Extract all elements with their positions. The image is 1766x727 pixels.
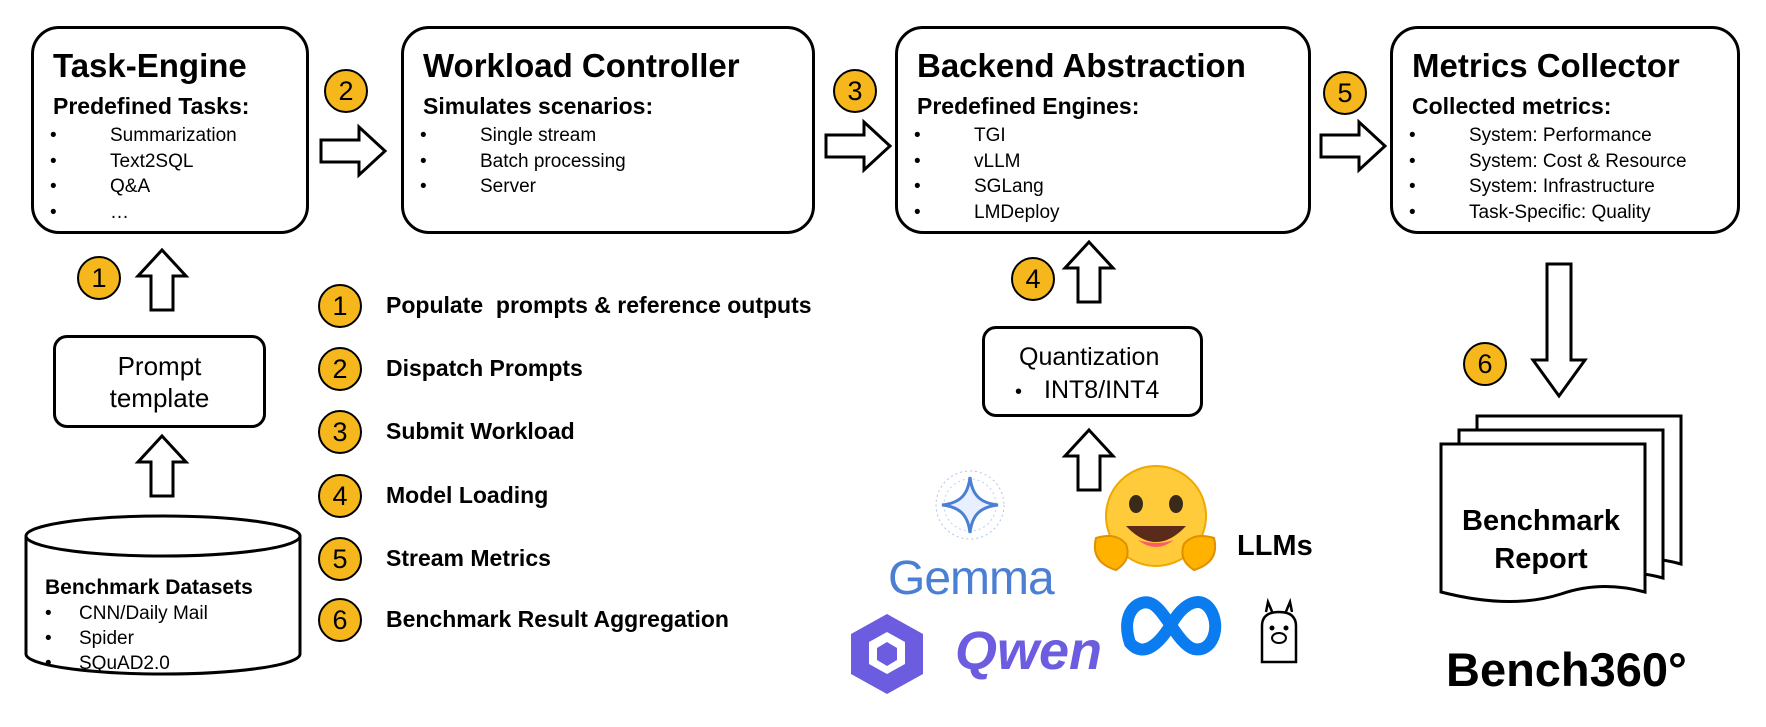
list-item: TGI <box>914 123 1060 149</box>
prompt-template-line1: Prompt <box>117 351 202 381</box>
list-item: System: Infrastructure <box>1409 174 1687 200</box>
workload-controller-subtitle: Simulates scenarios <box>423 93 646 119</box>
gemma-logo-text: Gemma <box>888 552 1055 605</box>
workload-controller-box: Workload Controller Simulates scenarios:… <box>401 26 815 234</box>
datasets-list: •CNN/Daily Mail •Spider •SQuAD2.0 <box>45 603 208 674</box>
report-document-icon <box>1439 414 1683 603</box>
metrics-collector-title: Metrics Collector <box>1412 47 1680 84</box>
list-item: Summarization <box>50 123 237 149</box>
metrics-collector-subtitle: Collected metrics <box>1412 93 1604 119</box>
list-item: … <box>50 200 237 226</box>
step-badge-6: 6 <box>318 598 362 642</box>
step-badge-4: 4 <box>318 474 362 518</box>
step-badge-2: 2 <box>318 347 362 391</box>
legend-label: Benchmark Result Aggregation <box>386 606 729 632</box>
workload-controller-title: Workload Controller <box>423 47 740 84</box>
up-arrow-icon <box>1061 427 1117 492</box>
list-item: System: Performance <box>1409 123 1687 149</box>
step-badge-5: 5 <box>318 537 362 581</box>
task-engine-subtitle: Predefined Tasks <box>53 93 242 119</box>
task-engine-box: Task-Engine Predefined Tasks: Summarizat… <box>31 26 309 234</box>
backend-abstraction-list: TGI vLLM SGLang LMDeploy <box>914 123 1060 225</box>
qwen-logo-text: Qwen <box>955 621 1103 681</box>
quantization-box: Quantization •INT8/INT4 <box>982 326 1203 417</box>
hugging-face-icon <box>1094 465 1216 572</box>
step-badge-4: 4 <box>1011 257 1055 301</box>
step-badge-3: 3 <box>833 69 877 113</box>
step-badge-2: 2 <box>324 69 368 113</box>
step-badge-6: 6 <box>1463 342 1507 386</box>
list-item: Spider <box>79 628 134 649</box>
list-item: Single stream <box>420 123 626 149</box>
list-item: LMDeploy <box>914 200 1060 226</box>
legend-label: Stream Metrics <box>386 545 551 571</box>
datasets-title: Benchmark Datasets <box>45 576 253 599</box>
list-item: Server <box>420 174 626 200</box>
list-item: Text2SQL <box>50 149 237 175</box>
report-title: Benchmark Report <box>1441 502 1641 578</box>
qwen-logo-icon <box>851 614 923 694</box>
report-line2: Report <box>1494 543 1588 575</box>
list-item: Task-Specific: Quality <box>1409 200 1687 226</box>
llama-icon <box>1260 597 1298 664</box>
quantization-item: INT8/INT4 <box>1044 376 1160 404</box>
meta-logo-icon <box>1121 596 1222 656</box>
bench360-title: Bench360° <box>1446 643 1687 696</box>
up-arrow-icon <box>134 247 190 312</box>
down-arrow-icon <box>1530 262 1588 399</box>
step-badge-1: 1 <box>318 284 362 328</box>
report-line1: Benchmark <box>1462 505 1620 537</box>
metrics-collector-list: System: Performance System: Cost & Resou… <box>1409 123 1687 225</box>
list-item: Q&A <box>50 174 237 200</box>
list-item: CNN/Daily Mail <box>79 603 208 624</box>
step-badge-5: 5 <box>1323 71 1367 115</box>
quantization-title: Quantization <box>1019 343 1160 371</box>
metrics-collector-box: Metrics Collector Collected metrics: Sys… <box>1390 26 1740 234</box>
list-item: SGLang <box>914 174 1060 200</box>
legend-label: Model Loading <box>386 482 549 508</box>
llms-label: LLMs <box>1237 530 1313 562</box>
right-arrow-icon <box>1319 118 1388 174</box>
backend-abstraction-box: Backend Abstraction Predefined Engines: … <box>895 26 1311 234</box>
gemma-sparkle-icon <box>935 470 1005 540</box>
list-item: SQuAD2.0 <box>79 653 170 674</box>
up-arrow-icon <box>134 433 190 498</box>
step-badge-3: 3 <box>318 410 362 454</box>
legend-label: Populate prompts & reference outputs <box>386 292 812 318</box>
up-arrow-icon <box>1061 239 1117 304</box>
backend-abstraction-subtitle: Predefined Engines <box>917 93 1132 119</box>
right-arrow-icon <box>824 118 893 174</box>
workload-controller-list: Single stream Batch processing Server <box>420 123 626 200</box>
task-engine-title: Task-Engine <box>53 47 247 84</box>
step-badge-1: 1 <box>77 256 121 300</box>
list-item: vLLM <box>914 149 1060 175</box>
list-item: Batch processing <box>420 149 626 175</box>
legend-label: Dispatch Prompts <box>386 355 583 381</box>
database-cylinder-icon <box>24 514 302 676</box>
legend-label: Submit Workload <box>386 418 575 444</box>
backend-abstraction-title: Backend Abstraction <box>917 47 1246 84</box>
list-item: System: Cost & Resource <box>1409 149 1687 175</box>
prompt-template-line2: template <box>109 383 210 413</box>
prompt-template-box: Prompt template <box>53 335 266 428</box>
task-engine-list: Summarization Text2SQL Q&A … <box>50 123 237 225</box>
right-arrow-icon <box>319 123 388 179</box>
